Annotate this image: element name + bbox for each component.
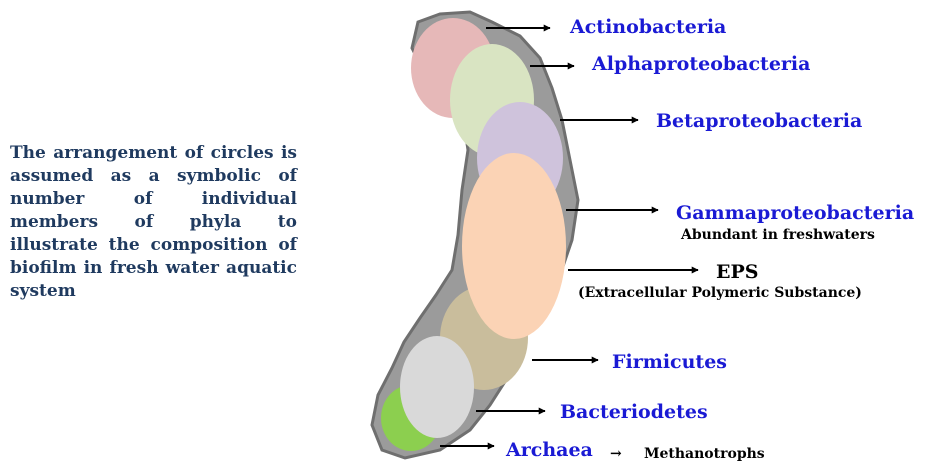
label-betaproteobacteria: Betaproteobacteria — [656, 110, 862, 132]
label-methanotrophs: Methanotrophs — [644, 446, 765, 462]
label-firmicutes: Firmicutes — [612, 351, 727, 373]
arrow-archaea-methanotrophs: → — [610, 446, 622, 462]
label-gammaproteobacteria: Gammaproteobacteria — [676, 202, 914, 224]
label-bacteriodetes: Bacteriodetes — [560, 401, 708, 423]
gammaproteobacteria-eps-oval — [462, 153, 566, 339]
label-eps: EPS — [716, 261, 759, 283]
label-archaea: Archaea — [505, 439, 593, 461]
label-actinobacteria: Actinobacteria — [569, 16, 726, 38]
bacteriodetes-circle — [400, 336, 474, 438]
label-gamma-note: Abundant in freshwaters — [680, 227, 875, 243]
label-alphaproteobacteria: Alphaproteobacteria — [591, 53, 810, 75]
label-eps-note: (Extracellular Polymeric Substance) — [578, 285, 862, 301]
